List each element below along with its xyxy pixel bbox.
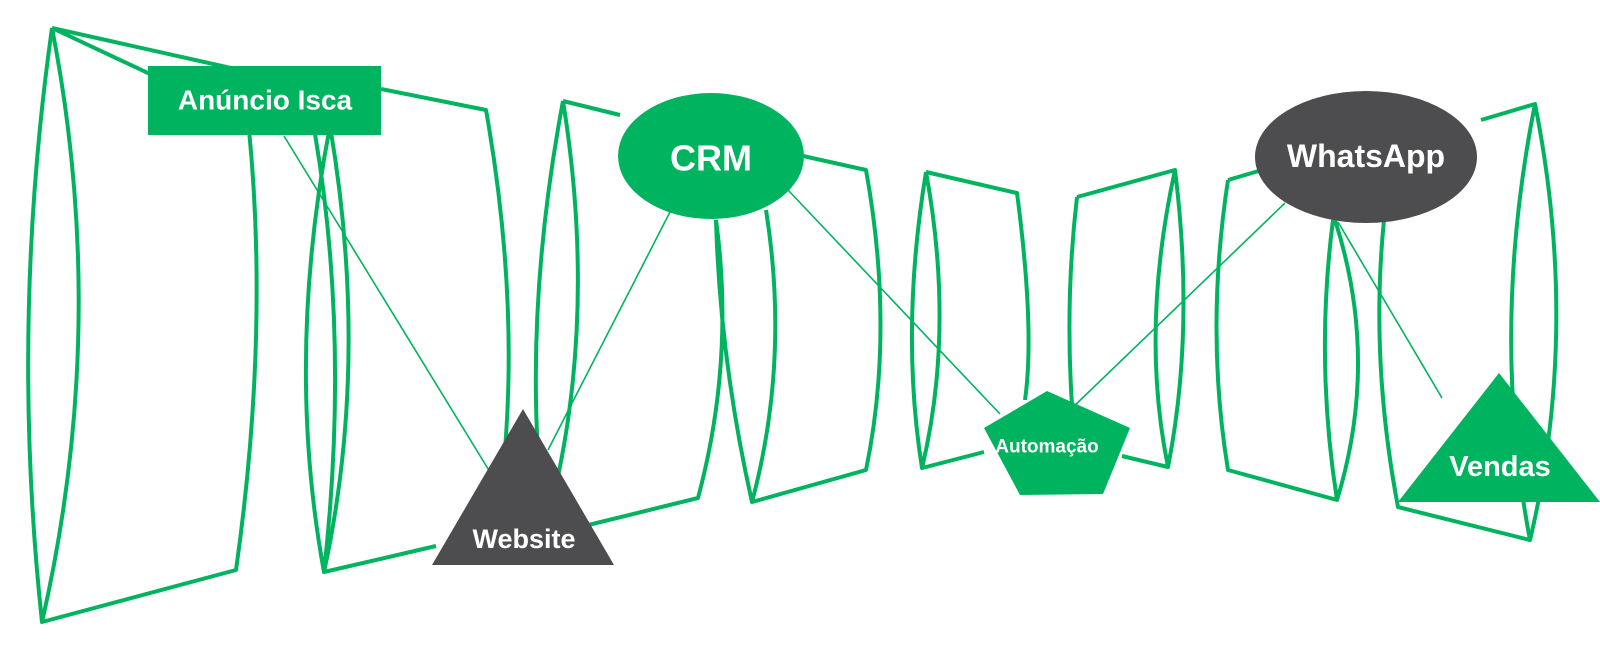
node-label: Vendas: [1449, 451, 1551, 483]
node-label: Automação: [995, 437, 1098, 458]
connector-crm-automacao: [787, 189, 1001, 415]
node-label: WhatsApp: [1287, 138, 1445, 174]
connector-automacao-whatsapp: [1069, 202, 1286, 411]
page-shape: [750, 209, 778, 503]
page-shape: [909, 171, 985, 470]
connector-anuncio-website: [283, 135, 491, 473]
page-shape: [40, 27, 81, 623]
node-label: Website: [472, 524, 575, 554]
page-shape: [1377, 102, 1559, 542]
node-website[interactable]: Website: [432, 409, 614, 565]
page-shape: [925, 170, 1031, 401]
node-anuncio-isca[interactable]: Anúncio Isca: [148, 66, 381, 135]
page-shape: [1076, 168, 1186, 469]
page-shape: [567, 219, 725, 532]
node-layer: Anúncio Isca Website CRM Automação Whats…: [148, 66, 1600, 565]
connector-layer: [283, 135, 1443, 473]
node-crm[interactable]: CRM: [618, 93, 804, 219]
node-automacao[interactable]: Automação: [984, 391, 1130, 495]
node-vendas[interactable]: Vendas: [1398, 373, 1600, 502]
node-label: CRM: [670, 138, 752, 179]
node-label: Anúncio Isca: [178, 85, 353, 116]
node-whatsapp[interactable]: WhatsApp: [1255, 91, 1477, 223]
page-shape: [313, 133, 338, 573]
page-shapes-layer: [26, 26, 1559, 624]
connector-whatsapp-vendas: [1337, 221, 1443, 399]
page-shape: [1067, 196, 1079, 406]
connector-website-crm: [547, 211, 671, 451]
page-shape: [1214, 168, 1360, 502]
